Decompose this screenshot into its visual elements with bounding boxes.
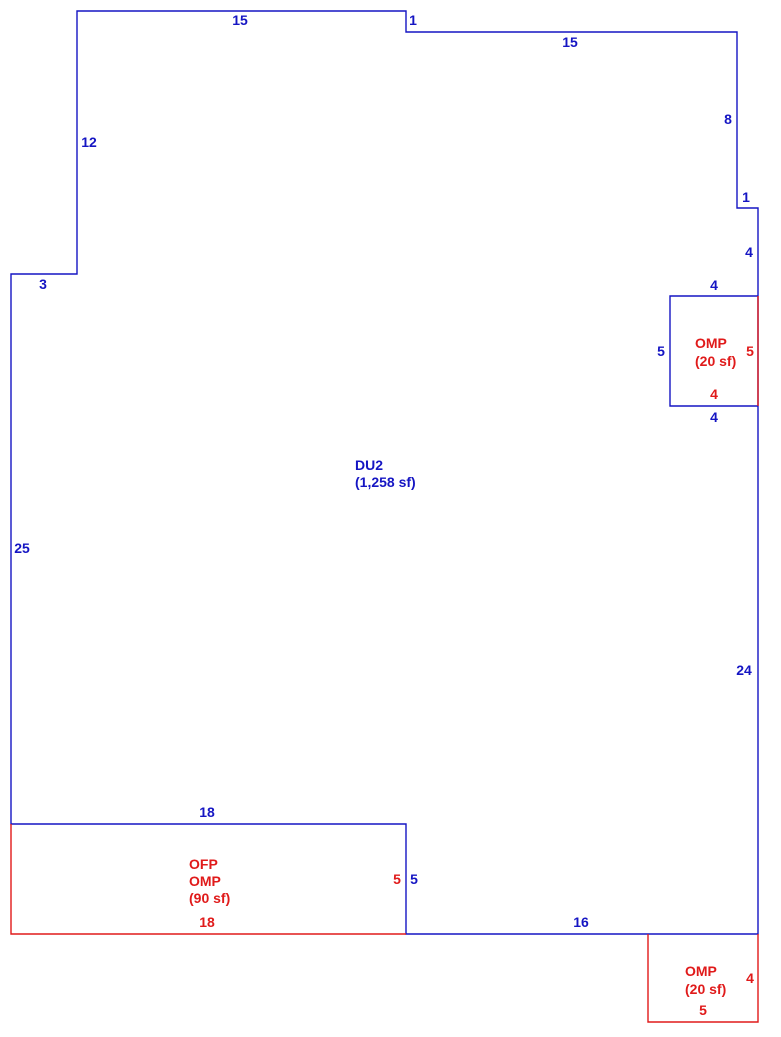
dim-top-right: 15 [562,34,578,50]
dim-porch-right-bottom-outer: 4 [710,409,718,425]
dim-porch-right-bottom-inner: 4 [710,386,718,402]
porch-right-outline [669,295,758,407]
porch-front-name-1: OFP [189,856,218,872]
main-area-name: DU2 [355,457,383,473]
dim-porch-right-top: 4 [710,277,718,293]
dim-porch-front-top: 18 [199,804,215,820]
porch-bottom-name: OMP [685,963,717,979]
dim-porch-front-bottom: 18 [199,914,215,930]
dim-left-lower: 25 [14,540,30,556]
dim-porch-right-right: 5 [746,343,754,359]
porch-bottom-size: (20 sf) [685,981,726,997]
dim-porch-front-outer: 5 [410,871,418,887]
dim-right-mid: 4 [745,244,753,260]
dim-porch-right-left: 5 [657,343,665,359]
porch-front-name-2: OMP [189,873,221,889]
dim-left-step: 3 [39,276,47,292]
dim-top-step: 1 [409,12,417,28]
dim-left-upper: 12 [81,134,97,150]
porch-front-size: (90 sf) [189,890,230,906]
dim-top-left: 15 [232,12,248,28]
dim-right-notch: 1 [742,189,750,205]
dim-porch-front-inner: 5 [393,871,401,887]
dim-porch-bottom-base: 5 [699,1002,707,1018]
porch-bottom-outline [647,934,759,1023]
main-area-outline [10,10,759,935]
dim-porch-bottom-side: 4 [746,970,754,986]
porch-right-size: (20 sf) [695,353,736,369]
main-area-size: (1,258 sf) [355,474,416,490]
porch-right-name: OMP [695,335,727,351]
dim-right-lower: 24 [736,662,752,678]
dim-right-upper: 8 [724,111,732,127]
dim-bottom: 16 [573,914,589,930]
porch-front-red-edges [10,824,406,935]
